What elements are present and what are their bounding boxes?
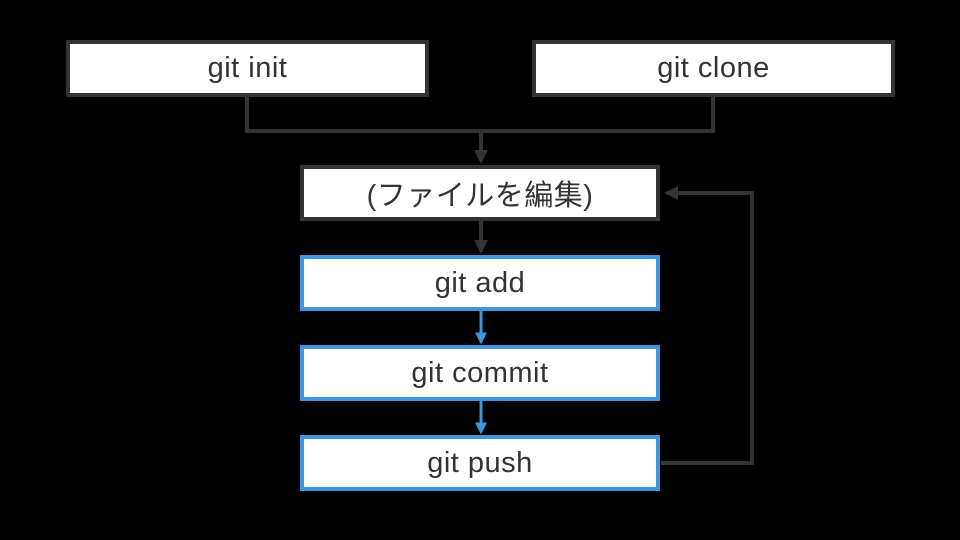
node-edit-files-label: (ファイルを編集) [366, 180, 594, 212]
edge-push-to-edit-loop-arrow [661, 186, 754, 465]
node-git-push: git push [300, 435, 660, 491]
node-git-clone-label: git clone [657, 52, 770, 84]
node-git-push-label: git push [427, 446, 533, 479]
node-git-init-label: git init [207, 52, 288, 84]
edge-init-clone-merge [245, 97, 715, 133]
node-git-add-label: git add [434, 266, 526, 299]
node-edit-files: (ファイルを編集) [300, 165, 660, 221]
node-git-add: git add [300, 255, 660, 311]
node-git-init: git init [66, 40, 429, 97]
node-git-commit-label: git commit [411, 356, 549, 389]
node-git-commit: git commit [300, 345, 660, 401]
node-git-clone: git clone [532, 40, 895, 97]
